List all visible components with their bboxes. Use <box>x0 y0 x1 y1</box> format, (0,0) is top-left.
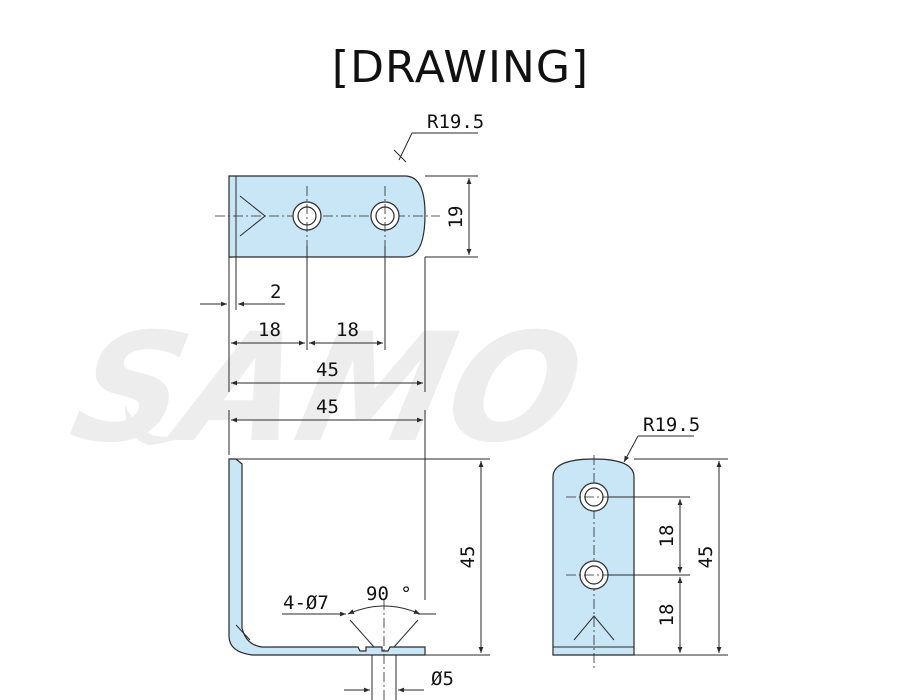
top-spacing-1: 18 <box>258 319 281 341</box>
top-radius-label: R19.5 <box>427 111 484 133</box>
end-spacing-1: 18 <box>656 525 678 548</box>
top-overall-width: 45 <box>316 359 339 381</box>
drawing-title: [DRAWING] <box>331 42 590 93</box>
end-height-label: 45 <box>695 546 717 569</box>
end-view-plate <box>552 458 635 656</box>
top-spacing-2: 18 <box>336 319 359 341</box>
top-view-plate <box>228 175 426 258</box>
top-offset-label: 2 <box>270 281 281 303</box>
top-hole-1 <box>292 186 322 246</box>
side-hole-label: 4-Ø7 <box>283 592 329 614</box>
end-view-countersink <box>573 615 615 641</box>
samo-watermark: SAMO <box>59 301 597 476</box>
side-height-label: 45 <box>457 546 479 569</box>
side-view-profile <box>228 458 426 656</box>
top-hole-2 <box>370 186 400 246</box>
side-view: 45 45 90 ° 4-Ø7 Ø5 <box>228 396 490 700</box>
end-radius-label: R19.5 <box>643 414 700 436</box>
side-inner-diameter: Ø5 <box>431 668 454 690</box>
side-angle-label: 90 ° <box>366 583 412 605</box>
top-height-label: 19 <box>445 206 467 229</box>
side-width-label: 45 <box>316 396 339 418</box>
end-view: R19.5 18 18 45 <box>552 414 728 668</box>
end-spacing-2: 18 <box>656 604 678 627</box>
end-hole-2 <box>566 560 622 590</box>
watermark-swoosh <box>125 405 205 445</box>
top-view: R19.5 19 2 18 18 45 <box>200 111 484 392</box>
watermark-text: SAMO <box>59 301 597 476</box>
side-view-chamfer <box>235 624 251 641</box>
end-hole-1 <box>566 482 622 512</box>
